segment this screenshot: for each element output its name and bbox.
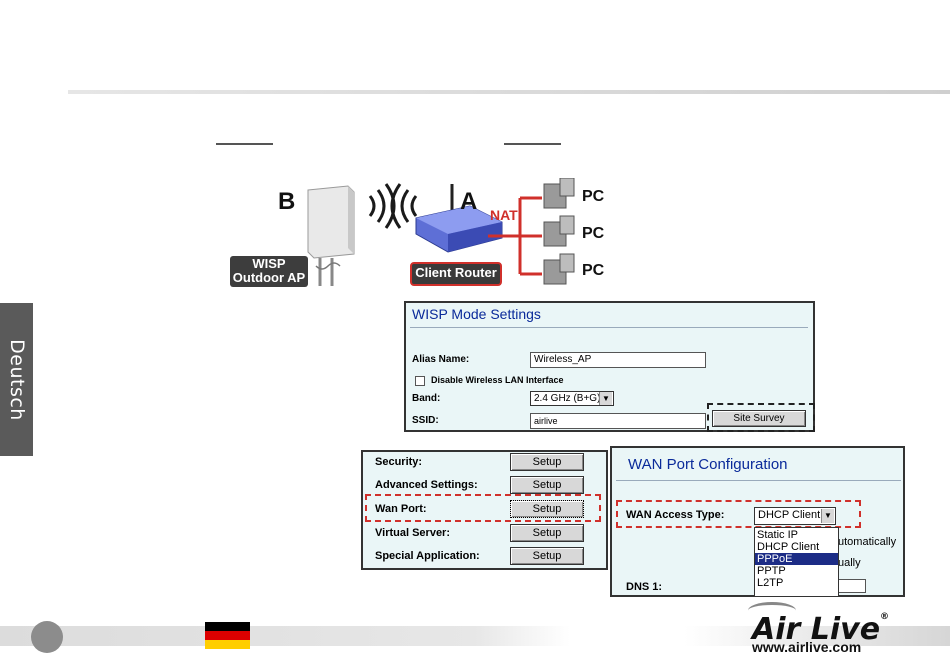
dns1-label: DNS 1: (626, 581, 663, 593)
wan-access-type-label: WAN Access Type: (626, 509, 725, 521)
option-l2tp[interactable]: L2TP (757, 577, 784, 589)
wisp-title-divider (410, 327, 808, 328)
page-number-circle (31, 621, 63, 653)
wan-access-type-highlight (616, 500, 861, 528)
chevron-down-icon: ▼ (599, 392, 612, 405)
nat-connection-lines (488, 196, 542, 276)
option-pptp[interactable]: PPTP (757, 565, 786, 577)
disable-wlan-checkbox[interactable] (415, 376, 425, 386)
german-flag-icon (205, 622, 250, 649)
airlive-logo: Air Live® (752, 612, 889, 647)
ssid-label: SSID: (412, 415, 439, 426)
option-pppoe[interactable]: PPPoE (755, 553, 838, 565)
wan-port-setup-button[interactable]: Setup (510, 500, 584, 518)
settings-panel: Security: Setup Advanced Settings: Setup… (361, 450, 608, 570)
wan-port-highlight (365, 494, 601, 522)
underline-1 (216, 143, 273, 145)
special-application-label: Special Application: (375, 550, 480, 562)
alias-name-input[interactable]: Wireless_AP (530, 352, 706, 368)
logo-text: Air Live (752, 612, 881, 647)
wireless-waves-icon (368, 183, 418, 229)
wisp-panel-title: WISP Mode Settings (412, 306, 541, 322)
security-label: Security: (375, 456, 423, 468)
pc-label-2: PC (582, 225, 605, 242)
pc-label-1: PC (582, 188, 605, 205)
band-label: Band: (412, 393, 441, 404)
option-static-ip[interactable]: Static IP (757, 529, 798, 541)
wisp-tag-line1: WISP (252, 256, 286, 271)
site-survey-button[interactable]: Site Survey (712, 410, 806, 427)
special-application-setup-button[interactable]: Setup (510, 547, 584, 565)
band-select-value: 2.4 GHz (B+G) (534, 393, 601, 404)
network-diagram: B A NAT PC PC PC WISP Outdoor AP Client … (220, 178, 620, 290)
disable-wlan-label: Disable Wireless LAN Interface (431, 375, 564, 385)
wan-panel-title: WAN Port Configuration (628, 456, 788, 473)
site-survey-highlight (707, 403, 815, 432)
advanced-settings-label: Advanced Settings: (375, 479, 478, 491)
underline-2 (504, 143, 561, 145)
wisp-tag-line2: Outdoor AP (232, 270, 306, 285)
wan-port-label: Wan Port: (375, 503, 427, 515)
label-a: A (460, 188, 478, 215)
wan-access-type-select[interactable]: DHCP Client ▼ (754, 507, 836, 525)
band-select[interactable]: 2.4 GHz (B+G) ▼ (530, 391, 614, 406)
language-label: Deutsch (5, 338, 28, 421)
ssid-input[interactable]: airlive (530, 413, 706, 429)
wan-access-type-dropdown[interactable]: Static IP DHCP Client PPPoE PPTP L2TP (754, 527, 839, 597)
pc-icons (543, 178, 575, 285)
wisp-mode-settings-panel: WISP Mode Settings Alias Name: Wireless_… (404, 301, 815, 432)
virtual-server-setup-button[interactable]: Setup (510, 524, 584, 542)
diagram-graphics (307, 178, 575, 286)
outdoor-ap-icon (307, 185, 355, 286)
wan-port-configuration-panel: WAN Port Configuration WAN Access Type: … (610, 446, 905, 597)
label-b: B (278, 188, 296, 215)
wan-title-divider (616, 480, 901, 481)
header-divider (68, 90, 950, 94)
advanced-setup-button[interactable]: Setup (510, 476, 584, 494)
chevron-down-icon: ▼ (821, 509, 834, 523)
security-setup-button[interactable]: Setup (510, 453, 584, 471)
wisp-outdoor-ap-tag: WISP Outdoor AP (230, 256, 308, 287)
partial-text-manually: ually (838, 557, 861, 569)
pc-label-3: PC (582, 262, 605, 279)
airlive-swoosh-icon (748, 602, 796, 619)
router-icon (415, 184, 503, 253)
partial-text-automatically: utomatically (838, 536, 897, 548)
virtual-server-label: Virtual Server: (375, 527, 451, 539)
nat-label: NAT (490, 207, 518, 223)
language-side-tab: Deutsch (0, 303, 33, 456)
option-dhcp-client[interactable]: DHCP Client (757, 541, 820, 553)
client-router-tag: Client Router (410, 262, 502, 286)
alias-name-label: Alias Name: (412, 354, 470, 365)
website-url: www.airlive.com (752, 639, 862, 655)
registered-mark: ® (880, 612, 890, 622)
wan-access-type-value: DHCP Client (758, 509, 821, 521)
